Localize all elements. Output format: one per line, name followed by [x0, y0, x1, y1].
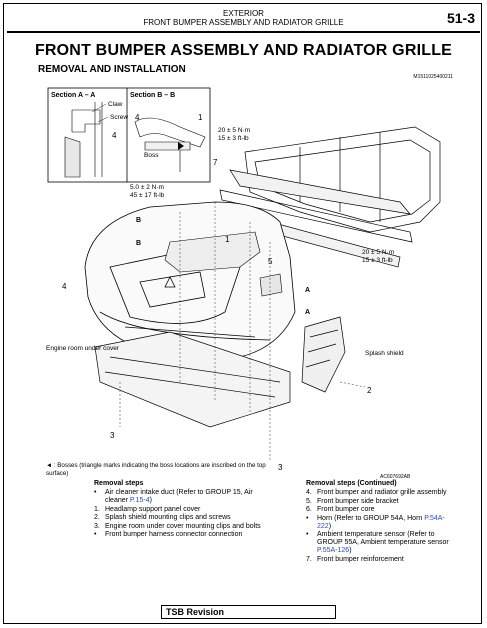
list-item: 3.Engine room under cover mounting clips…	[94, 522, 261, 530]
side-bracket	[259, 273, 283, 297]
removal-steps-continued: Removal steps (Continued) 4.Front bumper…	[306, 480, 456, 564]
torque-1-nm: 20 ± 5 N·m	[218, 127, 250, 134]
page-ref-link[interactable]: P.54A-222	[317, 514, 445, 530]
boss-label: Boss	[144, 152, 159, 159]
torque-1-ftlb: 15 ± 3 ft-lb	[218, 135, 249, 142]
svg-text:B: B	[136, 217, 141, 224]
engine-room-under-cover-text: Engine room under cover	[46, 345, 120, 352]
svg-text:1: 1	[198, 113, 203, 122]
page-subtitle: REMOVAL AND INSTALLATION	[38, 64, 186, 75]
page-ref-link[interactable]: P.15-4	[129, 497, 150, 504]
engine-room-under-cover-label: Engine room under cover	[46, 345, 120, 352]
boss-note: ◄ : Bosses (triangle marks indicating th…	[46, 462, 266, 477]
splash-shield-label: Splash shield	[365, 350, 404, 357]
list-item: 7.Front bumper reinforcement	[306, 555, 404, 563]
svg-text:B: B	[136, 240, 141, 247]
list-item: •Air cleaner intake duct (Refer to GROUP…	[94, 489, 253, 504]
section-inset: Section A – A Section B – B Claw Screw B…	[47, 87, 211, 183]
list-item: 4.Front bumper and radiator grille assem…	[306, 489, 447, 496]
list-item: 2.Splash shield mounting clips and screw…	[94, 514, 231, 521]
splash-shield	[301, 316, 346, 393]
section-a-label: Section A – A	[51, 92, 95, 99]
list-item: •Front bumper harness connector connecti…	[94, 531, 243, 538]
header-group: EXTERIOR	[223, 9, 264, 18]
svg-text:A: A	[305, 287, 310, 294]
document-id: M1511025400211	[413, 74, 453, 80]
header-rule	[7, 31, 480, 33]
exploded-view-diagram: Section A – A Section B – B Claw Screw B…	[46, 87, 441, 472]
engine-room-under-cover	[94, 331, 291, 428]
page-ref-link[interactable]: P.55A-126	[317, 547, 350, 554]
svg-text:5: 5	[268, 257, 273, 266]
torque-2-nm: 5.0 ± 2 N·m	[130, 184, 164, 191]
section-b-label: Section B – B	[130, 92, 175, 99]
page-number: 51-3	[446, 10, 475, 26]
svg-text:A: A	[305, 309, 310, 316]
list-item: 1.Headlamp support panel cover	[94, 505, 201, 513]
torque-3-ftlb: 15 ± 3 ft-lb	[362, 257, 393, 264]
removal-steps: Removal steps •Air cleaner intake duct (…	[94, 480, 264, 540]
list-item: 5.Front bumper side bracket	[306, 497, 399, 505]
figure-id: AC607692AB	[380, 474, 411, 480]
svg-text:4: 4	[112, 131, 117, 140]
torque-2-ftlb: 45 ± 17 ft-lb	[130, 192, 165, 199]
claw-label: Claw	[108, 101, 123, 108]
header-section-title: FRONT BUMPER ASSEMBLY AND RADIATOR GRILL…	[143, 18, 344, 27]
tsb-revision-box: TSB Revision	[161, 605, 336, 619]
headlamp-support-cover	[164, 231, 261, 273]
removal-steps-heading: Removal steps	[94, 480, 144, 487]
svg-text:3: 3	[278, 463, 283, 472]
running-header: EXTERIOR FRONT BUMPER ASSEMBLY AND RADIA…	[0, 9, 487, 27]
list-item: 6.Front bumper core	[306, 506, 375, 513]
removal-steps-continued-heading: Removal steps (Continued)	[306, 480, 397, 487]
svg-text:1: 1	[225, 235, 230, 244]
svg-text:4: 4	[62, 282, 67, 291]
svg-text:3: 3	[110, 431, 115, 440]
svg-text:7: 7	[213, 158, 218, 167]
page-frame	[3, 3, 482, 624]
list-item: •Ambient temperature sensor (Refer to GR…	[306, 531, 449, 554]
list-item: •Horn (Refer to GROUP 54A, Horn P.54A-22…	[306, 514, 445, 530]
page-title: FRONT BUMPER ASSEMBLY AND RADIATOR GRILL…	[34, 42, 453, 59]
screw-label: Screw	[110, 114, 128, 121]
svg-text:2: 2	[367, 386, 372, 395]
torque-3-nm: 20 ± 5 N·m	[362, 249, 394, 256]
svg-text:4: 4	[135, 113, 140, 122]
